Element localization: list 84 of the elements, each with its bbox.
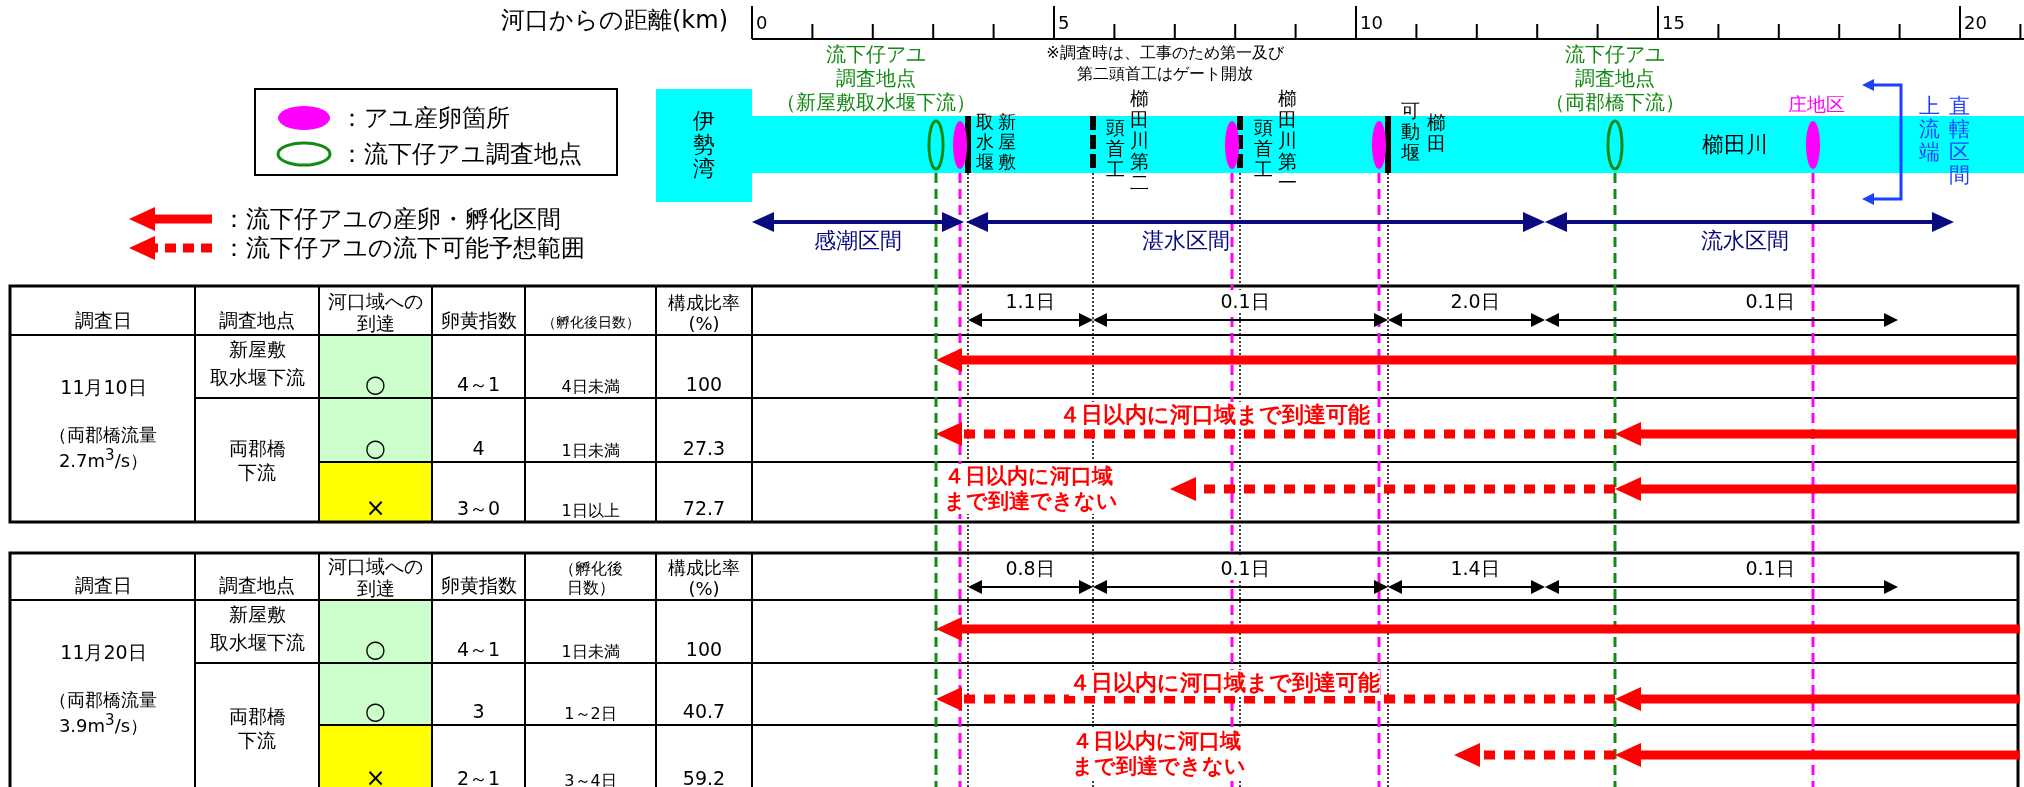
ratio-value: 72.7: [682, 497, 726, 520]
ratio-value: 40.7: [682, 700, 726, 723]
column-header: 河口域への到達: [327, 555, 424, 599]
note-text: ※調査時は、工事のため第一及び第二頭首工はゲート開放: [1045, 42, 1285, 84]
yolk-index: 2～1: [456, 767, 501, 787]
duration-label: 1.4日: [1450, 557, 1500, 580]
axis-title: 河口からの距離(km): [501, 6, 728, 35]
duration-label: 1.1日: [1005, 290, 1055, 313]
column-header: 調査地点: [219, 309, 295, 332]
site-name: 取水堰下流: [209, 366, 305, 389]
reach-mark: ○: [320, 601, 431, 662]
site-name: 両郡橋下流: [227, 436, 287, 484]
site-name: 新屋敷: [228, 603, 286, 626]
days-text: 1日以上: [561, 500, 620, 520]
place-label: 庄地区: [1787, 93, 1845, 116]
flow-text: （両郡橋流量3.9m$^{3}$/s）: [48, 689, 159, 736]
weir-label: 櫛田: [1426, 112, 1446, 154]
flow-text: （両郡橋流量2.7m$^{3}$/s）: [48, 424, 159, 471]
legend-text: ：アユ産卵箇所: [340, 103, 510, 133]
column-header: 調査地点: [219, 574, 295, 597]
legend-text: ：流下仔アユの産卵・孵化区間: [222, 204, 561, 234]
section-label: 感潮区間: [814, 228, 902, 255]
tick-label: 5: [1058, 12, 1070, 34]
legend-text: ：流下仔アユの流下可能予想範囲: [222, 233, 585, 263]
note-text: ４日以内に河口域まで到達可能: [1069, 670, 1380, 697]
column-header: 河口域への到達: [327, 290, 424, 334]
column-header: 卵黄指数: [440, 574, 517, 597]
days-text: 4日未満: [561, 376, 620, 396]
site-name: 両郡橋下流: [227, 703, 287, 752]
date-text: 11月20日: [60, 641, 147, 664]
yolk-index: 4～1: [456, 638, 501, 661]
yolk-index: 4～1: [456, 373, 501, 396]
yolk-index: 4: [472, 437, 485, 460]
column-header: （孵化後日数）: [557, 559, 624, 597]
days-text: 1日未満: [561, 440, 620, 460]
section-label: 上流端: [1918, 95, 1940, 165]
weir-label: 可動堰: [1400, 100, 1420, 163]
tick-label: 20: [1964, 12, 1987, 34]
duration-label: 0.1日: [1220, 290, 1270, 313]
ratio-value: 100: [685, 638, 723, 661]
ratio-value: 100: [685, 373, 723, 396]
yolk-index: 3: [472, 700, 485, 723]
ratio-value: 59.2: [682, 767, 726, 787]
site-label: （新屋敷取水堰下流）: [776, 90, 976, 114]
weir-label: 新屋敷: [998, 112, 1016, 172]
duration-label: 0.1日: [1745, 557, 1795, 580]
tick-label: 15: [1662, 12, 1685, 34]
duration-label: 0.1日: [1745, 290, 1795, 313]
section-label: 流水区間: [1701, 228, 1789, 255]
column-header: 調査日: [75, 574, 132, 597]
date-text: 11月10日: [60, 376, 147, 399]
place-label: 伊勢湾: [693, 109, 715, 182]
site-label: 流下仔アユ調査地点: [825, 42, 927, 90]
reach-mark: ○: [320, 399, 431, 461]
legend-text: ：流下仔アユ調査地点: [340, 139, 582, 169]
reach-mark: ○: [320, 336, 431, 397]
column-header: 調査日: [75, 309, 132, 332]
column-header: （孵化後日数）: [541, 313, 640, 332]
duration-label: 0.8日: [1005, 557, 1055, 580]
reach-mark: ○: [320, 664, 431, 724]
place-label: 櫛田川: [1702, 131, 1768, 159]
duration-label: 0.1日: [1220, 557, 1270, 580]
days-text: 3～4日: [564, 770, 617, 787]
tick-label: 0: [756, 12, 768, 34]
note-text: ４日以内に河口域まで到達できない: [1072, 729, 1247, 779]
bay-box: [656, 89, 752, 202]
yolk-index: 3～0: [456, 497, 501, 520]
ratio-value: 27.3: [682, 437, 726, 460]
column-header: 卵黄指数: [440, 309, 517, 332]
weir-label: 取水堰: [976, 112, 994, 172]
reach-mark: ×: [320, 726, 431, 787]
site-label: 流下仔アユ調査地点: [1564, 42, 1666, 90]
days-text: 1日未満: [561, 641, 620, 661]
section-label: 湛水区間: [1142, 228, 1230, 255]
duration-label: 2.0日: [1450, 290, 1500, 313]
tick-label: 10: [1360, 12, 1383, 34]
column-header: 構成比率(%): [667, 557, 741, 599]
reach-mark: ×: [320, 463, 431, 521]
site-name: 取水堰下流: [209, 631, 305, 654]
site-name: 新屋敷: [228, 338, 286, 361]
days-text: 1～2日: [564, 703, 617, 723]
column-header: 構成比率(%): [667, 292, 741, 334]
note-text: ４日以内に河口域まで到達できない: [944, 464, 1119, 514]
site-label: （両郡橋下流）: [1545, 90, 1685, 114]
